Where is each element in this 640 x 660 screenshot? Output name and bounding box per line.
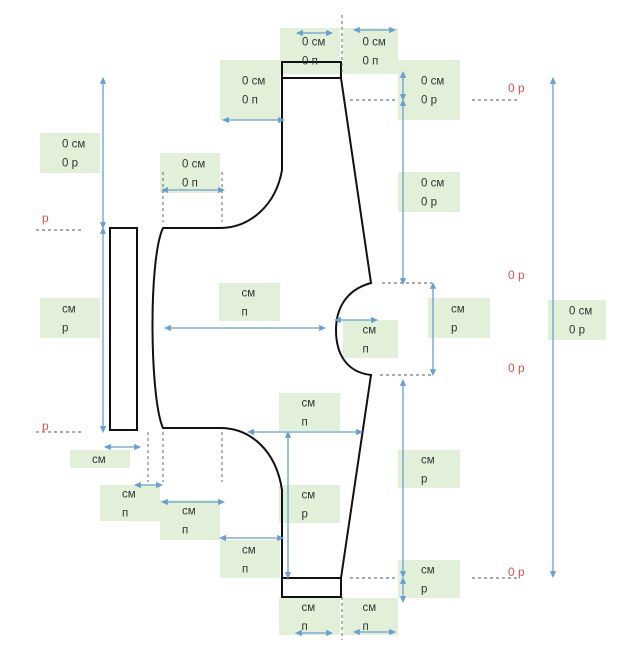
right-upper-height-label-count: 0 р (421, 197, 437, 209)
neck-right-width-label-count: 0 п (363, 56, 379, 68)
lower-step-width-label-box (220, 540, 280, 578)
upper-curve-width-label-measure: 0 см (182, 159, 205, 171)
lower-body-width-label-measure: см (302, 398, 316, 410)
left-strip-height-label-count: р (62, 323, 68, 335)
side-strip (109, 227, 138, 431)
top-row-marker: 0 р (508, 81, 525, 95)
label-boxes (40, 28, 606, 635)
lower-curve-width-label-count: п (182, 525, 188, 537)
gap-width-label-measure: см (122, 489, 136, 501)
lower-right-height-label-box (398, 450, 460, 488)
top-band-height-label-count: 0 р (421, 95, 437, 107)
lower-curve-width-label-box (160, 500, 220, 540)
lower-curve-width-label-measure: см (182, 506, 196, 518)
bottom-right-width-label-measure: см (363, 602, 377, 614)
bottom-right-width-label-box (343, 598, 398, 635)
lower-left-height-label-measure: см (302, 490, 316, 502)
notch-height-label-box (428, 298, 490, 338)
center-width-label-box (219, 283, 280, 321)
total-height-label-count: 0 р (569, 325, 585, 337)
left-strip-height-label-box (40, 298, 100, 338)
bottom-left-width-label-box (279, 598, 340, 635)
bottom-band-height-label-count: р (421, 584, 427, 596)
bottom-left-width-label-count: п (302, 621, 308, 633)
left-top-row-marker: р (42, 211, 49, 225)
left-upper-height-label-box (40, 133, 100, 173)
top-band (281, 61, 342, 79)
lower-right-height-label-measure: см (421, 455, 435, 467)
bottom-band-height-label-box (398, 560, 460, 598)
center-width-label-measure: см (242, 288, 256, 300)
bottom-band-height-label-measure: см (421, 565, 435, 577)
left-bottom-row-marker: р (42, 419, 49, 433)
lower-left-height-label-count: р (302, 509, 308, 521)
upper-curve-width-label-box (160, 153, 220, 193)
gap-width-label-count: п (122, 508, 128, 520)
dimension-arrows (99, 26, 557, 637)
guide-lines (36, 15, 520, 640)
notch-depth-label-box (343, 320, 398, 358)
notch-top-row-marker: 0 р (508, 268, 525, 282)
neck-left-width-label-count: 0 п (302, 56, 318, 68)
bottom-row-marker: 0 р (508, 565, 525, 579)
notch-height-label-measure: см (451, 304, 465, 316)
total-height-label-measure: 0 см (569, 306, 592, 318)
center-width-label-count: п (242, 307, 248, 319)
neck-right-width-label-box (343, 28, 398, 74)
lower-step-width-label-count: п (242, 564, 248, 576)
left-strip-height-label-measure: см (62, 304, 76, 316)
shoulder-width-label-box (220, 60, 280, 120)
strip-width-label-box (70, 450, 130, 468)
notch-depth-label-measure: см (363, 325, 377, 337)
lower-right-height-label-count: р (421, 474, 427, 486)
left-upper-height-label-count: 0 р (62, 158, 78, 170)
strip-width-label-measure: см (92, 454, 106, 466)
lower-step-width-label-measure: см (242, 545, 256, 557)
upper-curve-width-label-count: 0 п (182, 178, 198, 190)
label-texts: 0 см 0 п 0 см 0 п 0 см 0 п 0 см 0 р 0 см 0 р 0 см 0… (42, 37, 592, 634)
notch-height-label-count: р (451, 323, 457, 335)
garment-outline (151, 77, 373, 579)
gap-width-label-box (100, 485, 160, 521)
total-height-label-box (548, 300, 606, 340)
bottom-right-width-label-count: п (363, 621, 369, 633)
shoulder-width-label-measure: 0 см (242, 76, 265, 88)
neck-left-width-label-measure: 0 см (302, 37, 325, 49)
top-band-height-label-measure: 0 см (421, 76, 444, 88)
right-upper-height-label-box (398, 172, 460, 212)
top-band-height-label-box (398, 60, 460, 120)
bottom-left-width-label-measure: см (302, 602, 316, 614)
notch-depth-label-count: п (363, 344, 369, 356)
lower-body-width-label-box (279, 393, 340, 431)
notch-bottom-row-marker: 0 р (508, 361, 525, 375)
left-upper-height-label-measure: 0 см (62, 139, 85, 151)
bottom-band (281, 577, 342, 598)
shoulder-width-label-count: 0 п (242, 95, 258, 107)
neck-right-width-label-measure: 0 см (363, 37, 386, 49)
lower-body-width-label-count: п (302, 417, 308, 429)
right-upper-height-label-measure: 0 см (421, 178, 444, 190)
